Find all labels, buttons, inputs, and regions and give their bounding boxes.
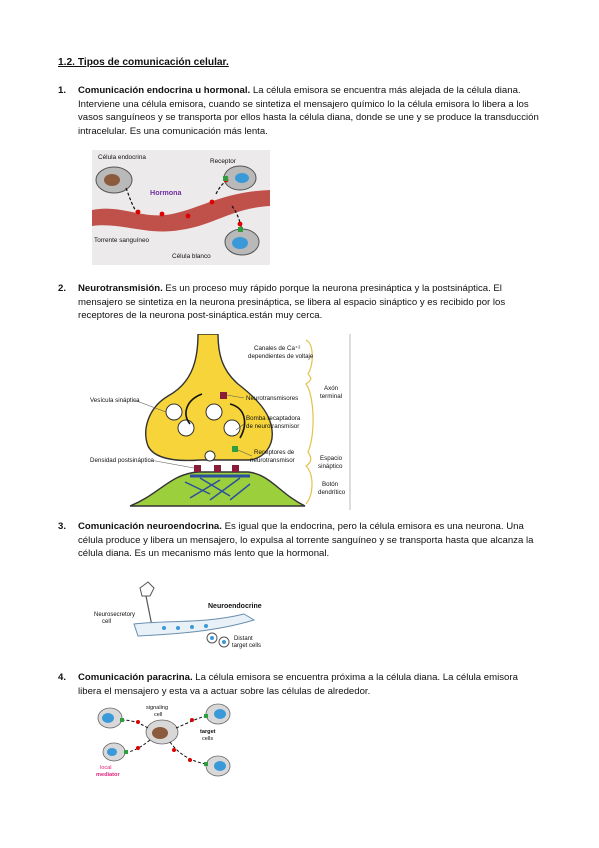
label-neurosecretory-1: Neurosecretory — [94, 612, 135, 618]
label-pump-2: de neurotransmisor — [246, 423, 299, 430]
label-channels-2: dependientes de voltaje — [248, 353, 314, 360]
label-button-2: dendrítico — [318, 489, 346, 496]
item-number: 2. — [58, 283, 67, 294]
label-receptors-1: Receptores de — [254, 449, 295, 456]
item-text: La célula emisora se encuentra más aleja… — [78, 85, 539, 137]
list-item-neurotransmission: 2. Neurotransmisión. Es un proceso muy r… — [58, 282, 544, 323]
synapse-figure: Canales de Ca⁺² dependientes de voltaje … — [90, 334, 356, 510]
label-receptors-2: neurotransmisor — [250, 457, 295, 464]
label-neurotransmitters: Neurotransmisores — [246, 395, 298, 402]
label-target-cell: Célula blanco — [172, 253, 211, 260]
label-receptor: Receptor — [210, 158, 237, 165]
target-cell-top-nucleus — [235, 173, 249, 183]
item-text: La célula emisora se encuentra próxima a… — [78, 672, 518, 697]
neurosecretory-cell — [139, 581, 155, 597]
item-title: Comunicación endocrina u hormonal. — [78, 85, 251, 96]
label-signaling-2: cell — [154, 712, 162, 718]
item-number: 1. — [58, 85, 67, 96]
item-title: Comunicación paracrina. — [78, 672, 193, 683]
list-item-endocrine: 1. Comunicación endocrina u hormonal. La… — [58, 84, 544, 138]
label-mediator-2: mediator — [96, 772, 120, 778]
item-text: Es igual que la endocrina, pero la célul… — [78, 521, 534, 560]
label-neurosecretory-2: cell — [102, 619, 111, 625]
list-item-neuroendocrine: 3. Comunicación neuroendocrina. Es igual… — [58, 520, 544, 561]
label-space-2: sináptico — [318, 463, 343, 470]
label-blood-stream: Torrente sanguíneo — [94, 237, 150, 244]
label-target-2: cells — [202, 736, 213, 742]
label-distant-2: target cells — [232, 643, 261, 649]
label-hormone: Hormona — [150, 188, 183, 197]
label-space-1: Espacio — [320, 455, 343, 462]
list-item-paracrine: 4. Comunicación paracrina. La célula emi… — [58, 671, 544, 698]
label-target-1: target — [200, 729, 216, 735]
receptor-icon — [223, 176, 228, 181]
label-axon-2: terminal — [320, 393, 342, 400]
label-endocrine-cell: Célula endocrina — [98, 154, 146, 161]
item-title: Comunicación neuroendocrina. — [78, 521, 222, 532]
label-pump-1: Bomba recaptadora — [246, 415, 301, 422]
neuroendocrine-figure: Neuroendocrine Neurosecretory cell Dista… — [94, 578, 278, 654]
label-vesicle: Vesícula sináptica — [90, 397, 140, 404]
item-title: Neurotransmisión. — [78, 283, 163, 294]
paracrine-figure: signaling cell target cells local mediat… — [94, 700, 236, 780]
endocrine-cell-nucleus — [104, 174, 120, 186]
label-neuroendocrine-title: Neuroendocrine — [208, 603, 262, 610]
label-distant-1: Distant — [234, 636, 253, 642]
item-number: 3. — [58, 521, 67, 532]
blood-vessel — [92, 190, 270, 232]
label-signaling-1: signaling — [146, 705, 168, 711]
target-cell-bottom-nucleus — [232, 237, 248, 249]
signaling-cell-nucleus — [152, 727, 168, 739]
label-postsynaptic-density: Densidad postsináptica — [90, 457, 155, 464]
label-mediator-1: local — [100, 765, 112, 771]
item-number: 4. — [58, 672, 67, 683]
item-text: Es un proceso muy rápido porque la neuro… — [78, 283, 506, 322]
section-heading: 1.2. Tipos de comunicación celular. — [58, 57, 229, 68]
endocrine-figure: Célula endocrina Receptor Hormona Torren… — [92, 150, 270, 265]
label-button-1: Botón — [322, 481, 339, 488]
label-channels-1: Canales de Ca⁺² — [254, 345, 300, 352]
label-axon-1: Axón — [324, 385, 339, 392]
axon-terminal — [145, 334, 273, 462]
blood-vessel — [133, 613, 256, 637]
